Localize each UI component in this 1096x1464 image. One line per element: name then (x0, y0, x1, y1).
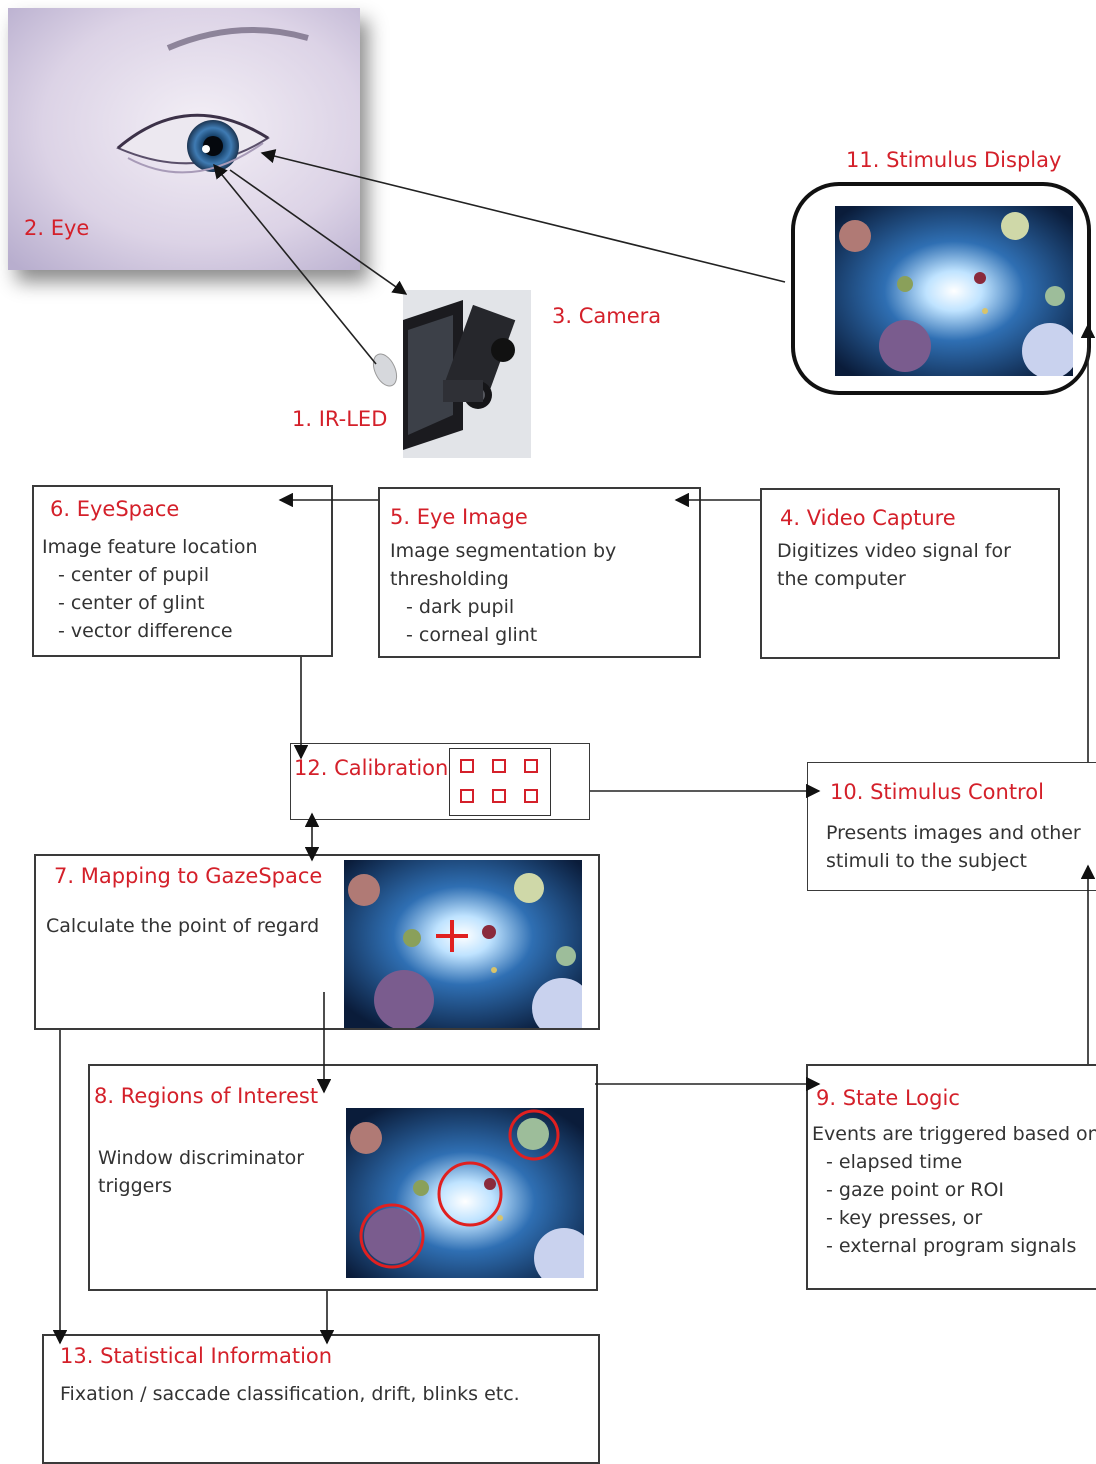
eye-image-body: Image segmentation by thresholding - dar… (390, 537, 616, 649)
state-logic-title: 9. State Logic (816, 1086, 960, 1110)
statistical-box: 13. Statistical Information Fixation / s… (42, 1334, 600, 1464)
state-logic-line: - key presses, or (826, 1207, 983, 1229)
stimulus-control-line: stimuli to the subject (826, 850, 1027, 872)
eyespace-title: 6. EyeSpace (50, 497, 180, 521)
state-logic-box: 9. State Logic Events are triggered base… (806, 1064, 1096, 1290)
video-capture-line: the computer (777, 568, 906, 590)
calibration-grid (449, 748, 551, 816)
eye-image-line: - corneal glint (406, 624, 538, 646)
eye-image-box: 5. Eye Image Image segmentation by thres… (378, 487, 701, 658)
calibration-point (524, 759, 538, 773)
mapping-box: 7. Mapping to GazeSpace Calculate the po… (34, 854, 600, 1030)
roi-circle (508, 1109, 560, 1161)
eye-illustration (8, 8, 360, 270)
roi-line: Window discriminator (98, 1147, 305, 1169)
roi-image (346, 1108, 584, 1278)
roi-box: 8. Regions of Interest Window discrimina… (88, 1064, 598, 1291)
statistical-line: Fixation / saccade classification, drift… (60, 1383, 520, 1405)
eyespace-line: Image feature location (42, 536, 258, 558)
statistical-body: Fixation / saccade classification, drift… (60, 1380, 520, 1408)
video-capture-box: 4. Video Capture Digitizes video signal … (760, 488, 1060, 659)
eye-label: 2. Eye (24, 216, 90, 240)
stimulus-display-frame (791, 182, 1091, 395)
roi-line: triggers (98, 1175, 173, 1197)
stimulus-control-body: Presents images and other stimuli to the… (826, 819, 1081, 875)
calibration-point (492, 789, 506, 803)
camera-image (403, 290, 531, 458)
eyespace-line: - center of glint (58, 592, 205, 614)
calibration-point (524, 789, 538, 803)
ir-led-label: 1. IR-LED (292, 407, 388, 431)
stimulus-display-label: 11. Stimulus Display (846, 148, 1062, 172)
gaze-space-image (344, 860, 582, 1028)
mapping-line: Calculate the point of regard (46, 915, 320, 937)
statistical-title: 13. Statistical Information (60, 1344, 333, 1368)
video-capture-line: Digitizes video signal for (777, 540, 1011, 562)
eyespace-body: Image feature location - center of pupil… (42, 533, 258, 645)
eye-image-line: - dark pupil (406, 596, 515, 618)
eye-image-title: 5. Eye Image (390, 505, 528, 529)
eyespace-box: 6. EyeSpace Image feature location - cen… (32, 485, 333, 657)
state-logic-line: - gaze point or ROI (826, 1179, 1005, 1201)
roi-body: Window discriminator triggers (98, 1144, 304, 1200)
eyespace-line: - center of pupil (58, 564, 210, 586)
state-logic-body: Events are triggered based on - elapsed … (812, 1120, 1096, 1260)
camera-illustration (403, 290, 531, 458)
eye-photo: 2. Eye (8, 8, 360, 270)
roi-circle (359, 1203, 425, 1269)
stimulus-control-box: 10. Stimulus Control Presents images and… (807, 762, 1096, 891)
video-capture-title: 4. Video Capture (780, 506, 956, 530)
roi-circle (437, 1161, 503, 1227)
calibration-point (492, 759, 506, 773)
calibration-title: 12. Calibration (294, 756, 449, 780)
eye-image-line: thresholding (390, 568, 509, 590)
state-logic-line: - external program signals (826, 1235, 1077, 1257)
state-logic-line: Events are triggered based on (812, 1123, 1096, 1145)
camera-label: 3. Camera (552, 304, 662, 328)
mapping-body: Calculate the point of regard (46, 912, 319, 940)
stimulus-control-title: 10. Stimulus Control (830, 780, 1044, 804)
calibration-point (460, 759, 474, 773)
eye-image-line: Image segmentation by (390, 540, 617, 562)
eyespace-line: - vector difference (58, 620, 233, 642)
mapping-title: 7. Mapping to GazeSpace (54, 864, 323, 888)
calibration-point (460, 789, 474, 803)
gaze-point-marker (436, 920, 468, 952)
video-capture-body: Digitizes video signal for the computer (777, 537, 1011, 593)
stimulus-control-line: Presents images and other (826, 822, 1081, 844)
space-image (835, 206, 1073, 376)
calibration-box: 12. Calibration (290, 743, 590, 820)
state-logic-line: - elapsed time (826, 1151, 963, 1173)
roi-title: 8. Regions of Interest (94, 1084, 319, 1108)
ir-led-icon (370, 350, 400, 390)
